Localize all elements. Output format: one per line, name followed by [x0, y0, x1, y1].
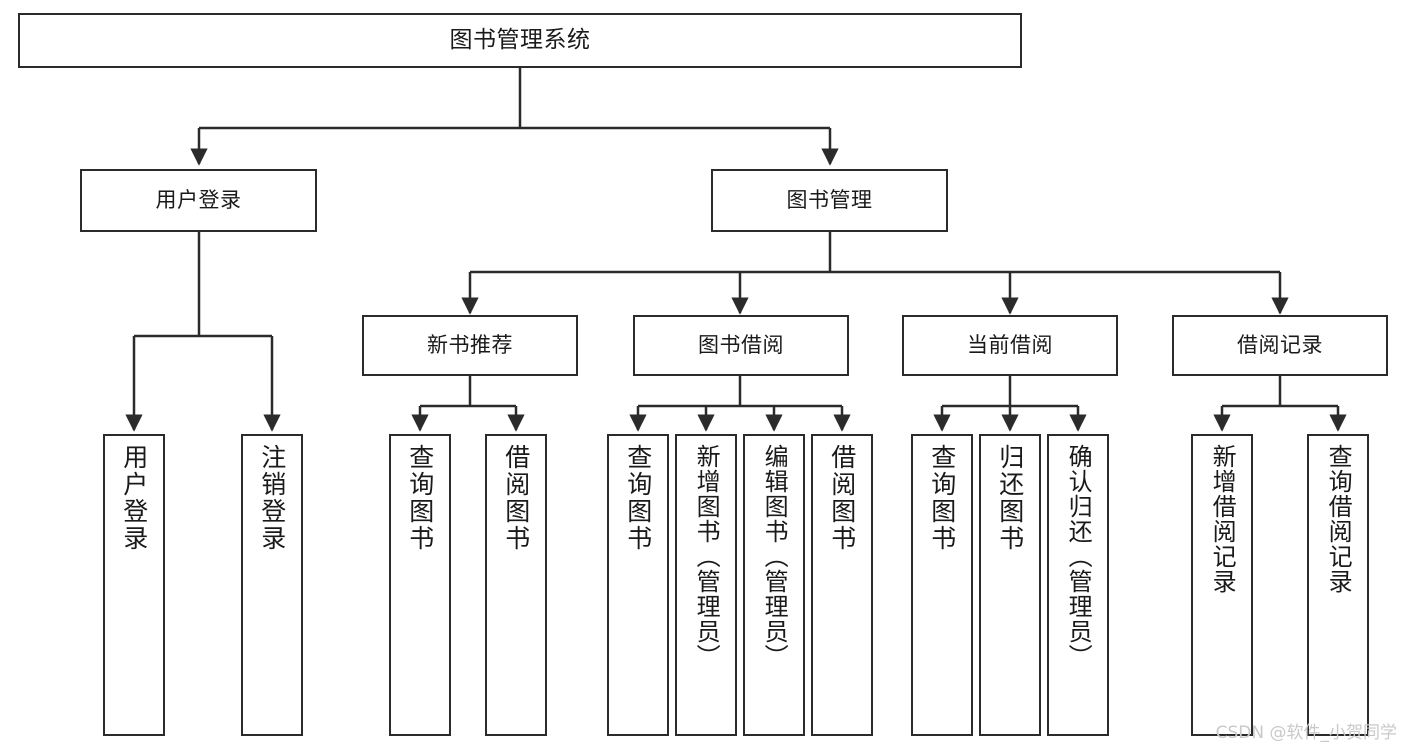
leaf-query-borrow-record[interactable]: 查询借阅记录 [1307, 434, 1369, 736]
node-label: 编辑图书（管理员） [760, 444, 789, 669]
leaf-query-book-current[interactable]: 查询图书 [911, 434, 973, 736]
node-label: 用户登录 [155, 188, 242, 213]
leaf-logout[interactable]: 注销登录 [241, 434, 303, 736]
node-user-login[interactable]: 用户登录 [80, 169, 317, 232]
node-label: 借阅记录 [1237, 333, 1323, 358]
leaf-query-book-borrow[interactable]: 查询图书 [607, 434, 669, 736]
node-label: 归还图书 [995, 444, 1025, 552]
leaf-borrow-book[interactable]: 借阅图书 [811, 434, 873, 736]
node-label: 当前借阅 [967, 333, 1053, 358]
leaf-user-login[interactable]: 用户登录 [103, 434, 165, 736]
node-label: 查询图书 [623, 444, 653, 552]
node-label: 注销登录 [257, 444, 287, 552]
node-label: 查询借阅记录 [1324, 444, 1353, 594]
node-label: 图书借阅 [698, 333, 784, 358]
node-current-borrow[interactable]: 当前借阅 [902, 315, 1118, 376]
leaf-add-borrow-record[interactable]: 新增借阅记录 [1191, 434, 1253, 736]
node-label: 新增借阅记录 [1208, 444, 1237, 594]
node-label: 查询图书 [927, 444, 957, 552]
node-new-book-recommend[interactable]: 新书推荐 [362, 315, 578, 376]
node-label: 查询图书 [405, 444, 435, 552]
node-label: 新书推荐 [427, 333, 513, 358]
node-label: 借阅图书 [501, 444, 531, 552]
leaf-add-book-admin[interactable]: 新增图书（管理员） [675, 434, 737, 736]
leaf-confirm-return-admin[interactable]: 确认归还（管理员） [1047, 434, 1109, 736]
node-book-management[interactable]: 图书管理 [711, 169, 948, 232]
leaf-edit-book-admin[interactable]: 编辑图书（管理员） [743, 434, 805, 736]
node-label: 用户登录 [119, 444, 149, 552]
node-label: 借阅图书 [827, 444, 857, 552]
node-book-borrow[interactable]: 图书借阅 [633, 315, 849, 376]
node-root-system[interactable]: 图书管理系统 [18, 13, 1022, 68]
leaf-return-book[interactable]: 归还图书 [979, 434, 1041, 736]
node-label: 新增图书（管理员） [692, 444, 721, 669]
node-borrow-record[interactable]: 借阅记录 [1172, 315, 1388, 376]
node-label: 图书管理 [786, 188, 873, 213]
node-label: 确认归还（管理员） [1064, 444, 1093, 669]
leaf-borrow-book-recommend[interactable]: 借阅图书 [485, 434, 547, 736]
leaf-query-book-recommend[interactable]: 查询图书 [389, 434, 451, 736]
node-label: 图书管理系统 [449, 26, 591, 53]
